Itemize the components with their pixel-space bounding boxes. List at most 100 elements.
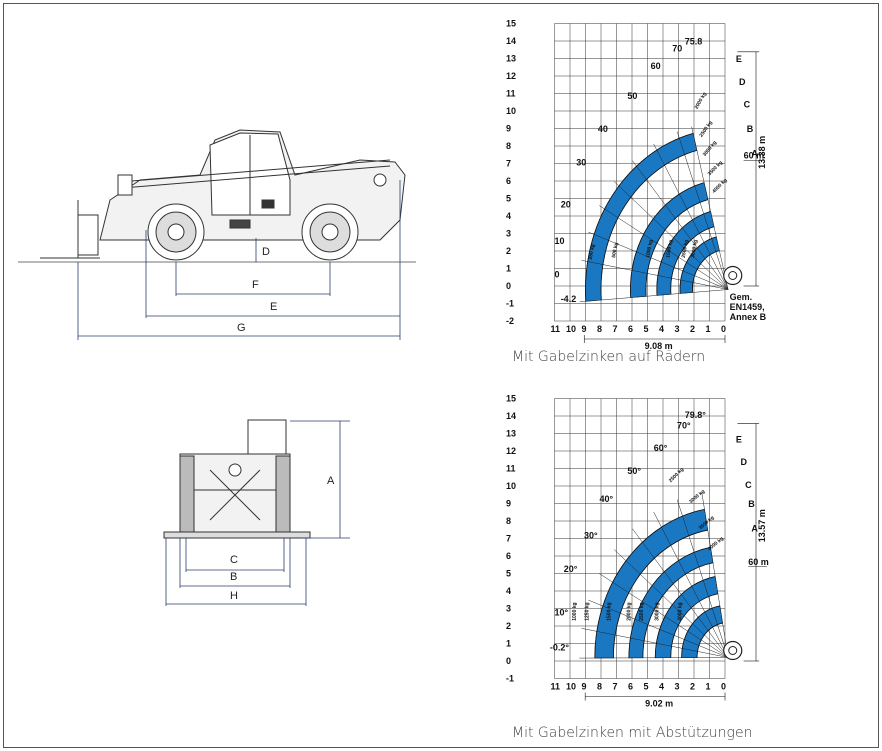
capacity-label: 2500 kg <box>681 239 690 258</box>
y-tick-label: 7 <box>506 159 511 169</box>
angle-ray <box>676 499 729 658</box>
boom-angle-label: 10° <box>555 608 569 618</box>
zone-boundary <box>681 605 720 658</box>
reach-dim-label: 9.08 m <box>645 341 673 351</box>
x-tick-label: 7 <box>613 324 618 334</box>
boom-angle-label: -4.2 <box>561 294 577 304</box>
y-tick-label: -1 <box>506 299 514 309</box>
x-tick-label: 5 <box>644 682 649 692</box>
zone-boundary <box>630 182 705 298</box>
boom-angle-label: 10 <box>555 236 565 246</box>
angle-ray <box>599 205 729 290</box>
y-tick-label: 0 <box>506 281 511 291</box>
boom-angle-label: 70° <box>677 420 691 430</box>
boom-angle-label: 30° <box>584 531 598 541</box>
x-tick-label: 7 <box>613 682 618 692</box>
dim-H-label: H <box>230 590 238 602</box>
zone-boundary <box>600 150 698 301</box>
y-tick-label: 5 <box>506 569 511 579</box>
x-tick-label: 2 <box>690 324 695 334</box>
boom-angle-label: 20 <box>561 199 571 209</box>
x-tick-label: 5 <box>644 324 649 334</box>
y-tick-label: 8 <box>506 141 511 151</box>
y-tick-label: 11 <box>506 464 516 474</box>
zone-boundary <box>654 576 716 658</box>
capacity-label: 2000 kg <box>694 91 708 110</box>
angle-ray <box>653 143 729 290</box>
capacity-label: 250 kg <box>588 244 597 260</box>
zone-boundary <box>696 622 723 658</box>
angle-ray <box>676 131 729 290</box>
zone-letter: B <box>748 499 755 509</box>
x-tick-label: 2 <box>690 682 695 692</box>
zone-boundary <box>670 226 715 295</box>
zone-letter: B <box>747 124 754 134</box>
x-tick-label: 6 <box>628 324 633 334</box>
standard-note: Annex B <box>730 312 767 322</box>
boom-angle-label: 70 <box>672 44 682 54</box>
x-tick-label: 3 <box>675 682 680 692</box>
zone-letter: A <box>751 149 758 159</box>
boom-angle-label: 40° <box>599 494 613 504</box>
zone-letter: E <box>736 434 742 444</box>
x-tick-label: 11 <box>551 682 561 692</box>
x-tick-label: 10 <box>566 324 576 334</box>
y-tick-label: 9 <box>506 124 511 134</box>
capacity-label: 4000 kg <box>711 177 728 194</box>
y-tick-label: 2 <box>506 246 511 256</box>
small-dim-label: 60 m <box>748 557 769 567</box>
zone-boundary <box>613 529 708 658</box>
x-tick-label: 8 <box>597 324 602 334</box>
angle-ray <box>588 231 729 290</box>
angle-ray <box>653 511 729 658</box>
x-tick-label: 6 <box>628 682 633 692</box>
height-dim-label: 13.38 m <box>757 136 767 169</box>
angle-ray <box>691 126 729 290</box>
x-tick-label: 8 <box>597 682 602 692</box>
y-tick-label: 6 <box>506 551 511 561</box>
capacity-label: 2500 kg <box>698 120 713 138</box>
capacity-label: 2500 kg <box>639 602 645 620</box>
x-tick-label: 9 <box>582 324 587 334</box>
y-tick-label: 15 <box>506 19 516 29</box>
boom-angle-label: -0.2° <box>550 643 570 653</box>
x-tick-label: 1 <box>706 324 711 334</box>
angle-ray <box>599 573 729 658</box>
side-view-drawing: D F E G <box>18 129 416 340</box>
y-tick-label: 12 <box>506 71 516 81</box>
wheel-hub-icon <box>728 646 738 655</box>
fork-icon <box>40 200 100 259</box>
zone-boundary <box>679 236 717 294</box>
angle-ray <box>632 528 729 658</box>
y-tick-label: -1 <box>506 674 514 684</box>
chart1-caption: Mit Gabelzinken auf Rädern <box>512 349 706 365</box>
capacity-label: 1500 kg <box>606 602 612 620</box>
y-tick-label: 8 <box>506 516 511 526</box>
dim-B-label: B <box>230 571 237 583</box>
y-tick-label: 1 <box>506 639 511 649</box>
angle-ray <box>588 599 729 658</box>
capacity-label: 1500 kg <box>665 239 674 258</box>
zone-letter: C <box>745 480 752 490</box>
y-tick-label: 10 <box>506 106 516 116</box>
capacity-label: 2000 kg <box>626 602 632 620</box>
boom-angle-label: 0 <box>555 269 560 279</box>
capacity-label: 500 kg <box>611 242 620 258</box>
dim-G-label: G <box>237 322 246 334</box>
capacity-label: 1250 kg <box>585 602 591 620</box>
y-tick-label: 14 <box>506 411 516 421</box>
telehandler-side-icon <box>99 129 406 261</box>
y-tick-label: 3 <box>506 604 511 614</box>
zone-boundary <box>628 546 711 658</box>
capacity-label: 1000 kg <box>645 239 654 258</box>
angle-ray <box>579 657 729 659</box>
angle-ray <box>701 492 729 658</box>
dim-C-label: C <box>230 554 238 566</box>
zone-letter: A <box>751 524 758 534</box>
y-tick-label: 14 <box>506 36 516 46</box>
y-tick-label: 4 <box>506 586 511 596</box>
boom-angle-label: 60° <box>654 443 668 453</box>
boom-angle-label: 30 <box>576 157 586 167</box>
chart2-caption: Mit Gabelzinken mit Abstützungen <box>512 725 753 741</box>
